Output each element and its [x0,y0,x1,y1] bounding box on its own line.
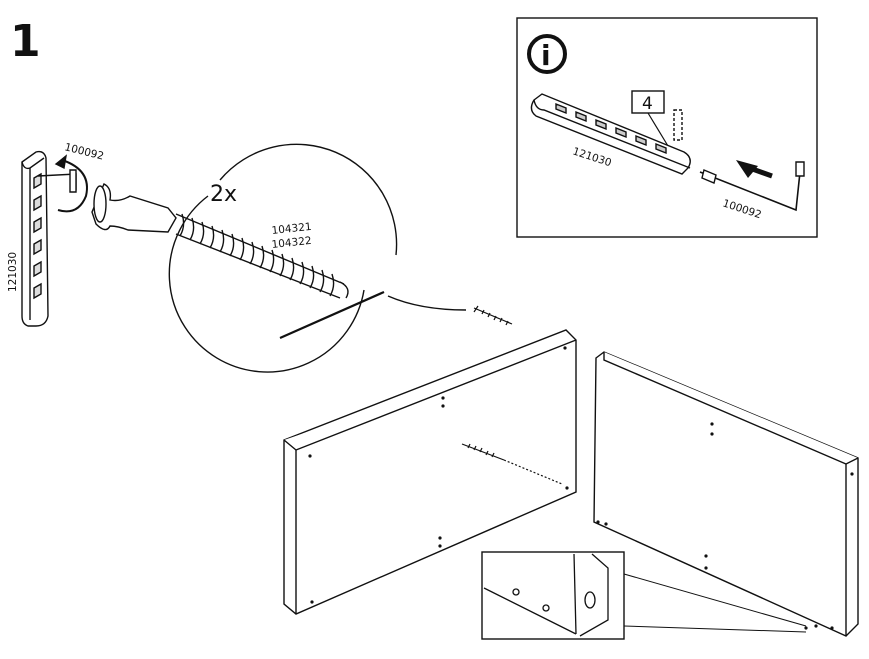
step-number: 1 [10,16,41,67]
info-icon [527,34,567,74]
screw-small-lower [461,443,563,485]
screw-part-number-b: 104322 [271,235,312,251]
count-label: 4 [642,94,653,114]
quantity-label: 2x [210,182,237,207]
fitting-strip-illustration [21,150,88,327]
screw-callout [91,143,467,373]
board-left [283,329,577,615]
screw-small-upper [473,305,513,326]
fitting-strip-part-number: 121030 [7,252,19,292]
info-icon-glyph: i [541,39,551,72]
corner-detail-inset [481,551,807,640]
allen-key-part-number: 100092 [63,141,105,162]
fitting-strip-detail [530,93,805,212]
board-right [593,351,859,637]
info-panel: i 4 121030 100092 [516,17,818,238]
screw-part-number-a: 104321 [271,221,312,237]
screw-threads [175,213,345,299]
